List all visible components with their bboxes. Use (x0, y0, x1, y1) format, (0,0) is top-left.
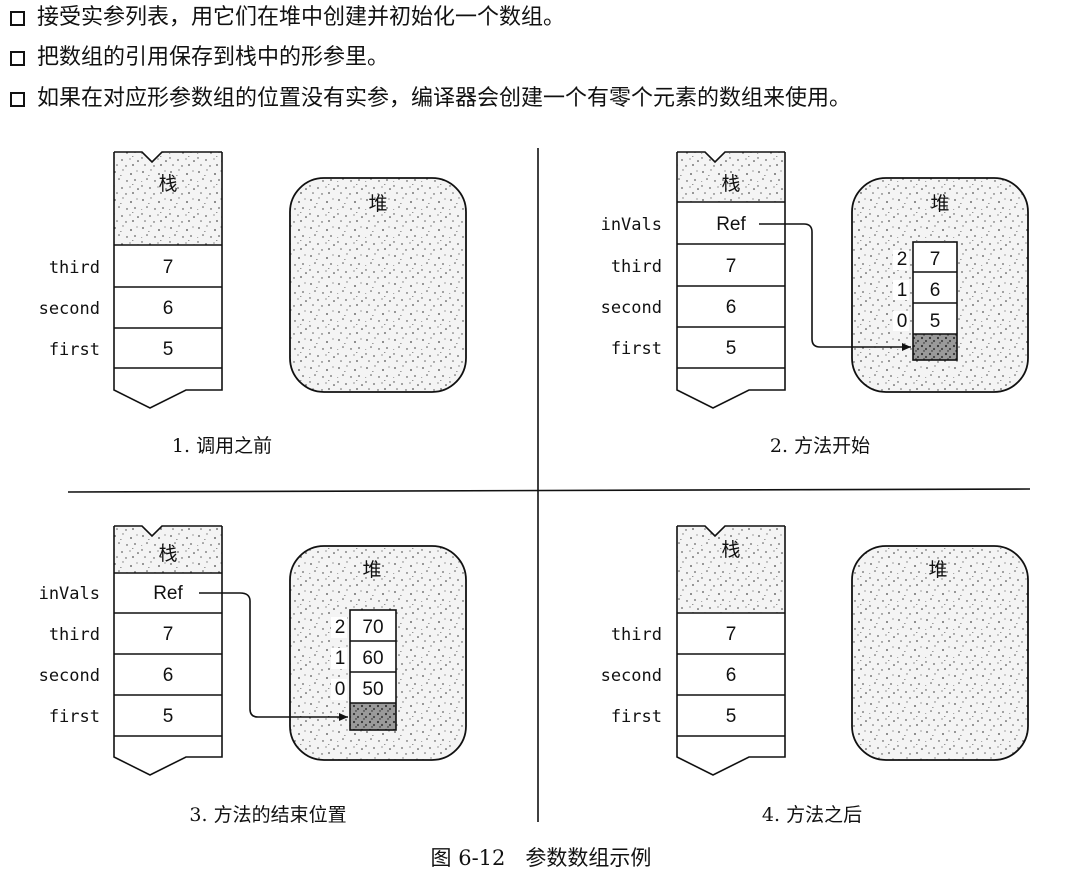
bullet-item: 接受实参列表，用它们在堆中创建并初始化一个数组。 (10, 3, 565, 33)
var-label: second (601, 298, 662, 318)
stack-cell-value: 6 (726, 297, 737, 318)
stack-cell-value: 7 (163, 257, 174, 278)
var-label: third (611, 257, 662, 277)
checkbox-square-icon (10, 50, 25, 66)
array-index: 2 (335, 617, 346, 638)
figure-caption: 图 6-12 参数数组示例 (431, 846, 652, 870)
heap-array: 2 1 0 70 60 50 (331, 609, 397, 731)
var-label: first (49, 707, 100, 727)
array-length-cell (913, 334, 957, 360)
array-element-value: 50 (362, 679, 383, 700)
stack-outline (676, 151, 786, 409)
heap-label: 堆 (362, 559, 381, 581)
horizontal-separator (67, 488, 1031, 493)
panel-method-end: 栈 inVals Ref third 7 second 6 first 5 堆 … (39, 525, 467, 826)
array-index: 0 (897, 311, 908, 332)
stack-cell-value: 5 (726, 706, 737, 727)
array-element-value: 7 (930, 249, 941, 270)
panel-method-start: 栈 inVals Ref third 7 second 6 first 5 堆 … (601, 151, 1029, 457)
stack-cell-value: 7 (726, 624, 737, 645)
stack-cell-value: 5 (163, 339, 174, 360)
array-element-value: 60 (362, 648, 383, 669)
stack-outline (113, 525, 223, 776)
heap-region (851, 545, 1029, 761)
stack-top-region (114, 526, 222, 573)
stack-cell-value: 5 (726, 338, 737, 359)
stack-cell-value: 6 (726, 665, 737, 686)
heap-label: 堆 (928, 559, 947, 581)
bullet-text: 把数组的引用保存到栈中的形参里。 (37, 45, 390, 70)
array-index: 0 (335, 679, 346, 700)
var-label: second (39, 666, 100, 686)
var-label: first (611, 707, 662, 727)
stack-label: 栈 (721, 173, 740, 195)
stack-label: 栈 (158, 173, 177, 195)
array-element-value: 6 (930, 280, 941, 301)
stack-cell-value: Ref (153, 583, 183, 604)
var-label: first (49, 340, 100, 360)
stack-label: 栈 (721, 539, 740, 561)
checkbox-square-icon (10, 91, 25, 107)
reference-arrow (199, 592, 348, 721)
var-label: third (611, 625, 662, 645)
heap-label: 堆 (368, 193, 387, 215)
array-element-value: 5 (930, 311, 941, 332)
stack-label: 栈 (158, 543, 177, 565)
stack-cell-value: 7 (163, 624, 174, 645)
stack-outline (676, 525, 786, 776)
stack-top-region (114, 152, 222, 245)
bullet-text: 接受实参列表，用它们在堆中创建并初始化一个数组。 (37, 5, 566, 30)
var-label: third (49, 258, 100, 278)
var-label: third (49, 625, 100, 645)
array-index: 1 (897, 280, 908, 301)
var-label: second (39, 299, 100, 319)
bullet-item: 把数组的引用保存到栈中的形参里。 (10, 43, 389, 73)
panel-caption: 3. 方法的结束位置 (189, 804, 346, 826)
stack-outline (113, 151, 223, 409)
var-label: inVals (601, 215, 662, 235)
bullet-item: 如果在对应形参数组的位置没有实参，编译器会创建一个有零个元素的数组来使用。 (10, 84, 851, 114)
var-label: inVals (39, 584, 100, 604)
var-label: first (611, 339, 662, 359)
heap-label: 堆 (930, 193, 949, 215)
stack-cell-value: 6 (163, 665, 174, 686)
array-index: 1 (335, 648, 346, 669)
array-index: 2 (897, 249, 908, 270)
stack-cell-value: 5 (163, 706, 174, 727)
var-label: second (601, 666, 662, 686)
bullet-text: 如果在对应形参数组的位置没有实参，编译器会创建一个有零个元素的数组来使用。 (37, 86, 852, 111)
stack-top-region (677, 152, 785, 202)
panel-caption: 2. 方法开始 (770, 435, 870, 457)
checkbox-square-icon (10, 10, 25, 26)
reference-arrow (759, 223, 911, 351)
panel-before-call: 栈 third 7 second 6 first 5 堆 1. 调用之前 (39, 151, 467, 457)
panel-after-method: 栈 third 7 second 6 first 5 堆 4. 方法之后 (601, 525, 1029, 826)
heap-array: 2 1 0 7 6 5 (893, 241, 958, 361)
array-element-value: 70 (362, 617, 383, 638)
stack-top-region (677, 526, 785, 613)
heap-region (289, 177, 467, 393)
panel-caption: 4. 方法之后 (762, 804, 862, 826)
panel-caption: 1. 调用之前 (172, 435, 272, 457)
stack-cell-value: 6 (163, 298, 174, 319)
stack-cell-value: Ref (716, 214, 746, 235)
stack-cell-value: 7 (726, 256, 737, 277)
array-length-cell (350, 703, 396, 730)
